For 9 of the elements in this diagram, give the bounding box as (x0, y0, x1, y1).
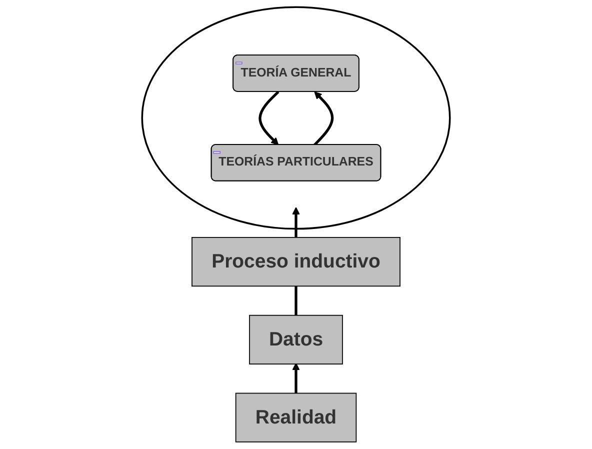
node-box: Realidad (235, 392, 357, 442)
cluster (141, 6, 451, 230)
node-box: Datos (249, 314, 343, 364)
arrow (314, 91, 334, 146)
connector (294, 285, 298, 316)
arrow (258, 90, 280, 146)
arrow (292, 207, 300, 238)
node-box: Proceso inductivo (192, 237, 400, 287)
arrow (292, 362, 300, 394)
